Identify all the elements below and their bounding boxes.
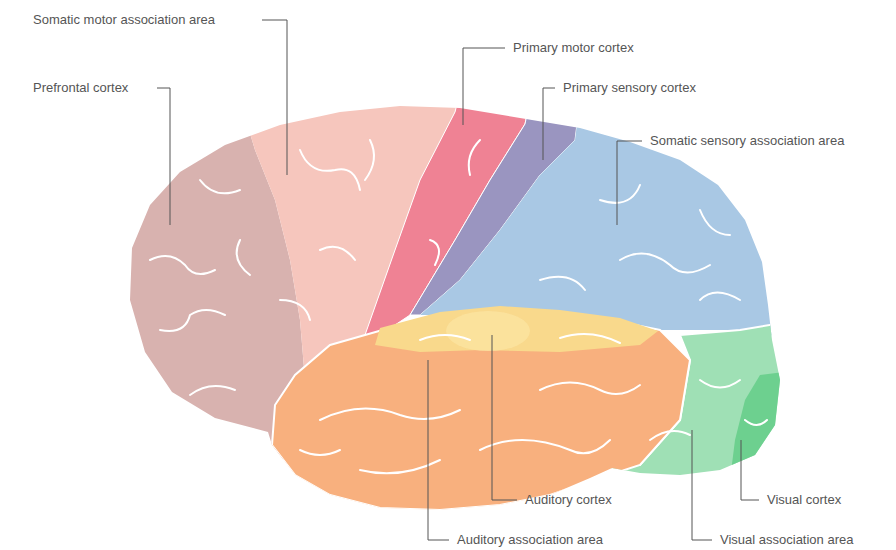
region-label: Visual association area — [720, 532, 853, 548]
leader-line — [741, 440, 759, 500]
gyrus-line — [600, 185, 640, 203]
gyrus-line — [480, 440, 610, 453]
gyrus-line — [190, 386, 235, 395]
gyrus-line — [745, 420, 767, 425]
gyrus-line — [200, 180, 240, 193]
gyrus-line — [469, 140, 480, 175]
leader-line — [157, 88, 170, 225]
gyrus-line — [700, 293, 740, 301]
leader-line — [492, 335, 517, 500]
gyrus-line — [365, 140, 374, 180]
region-label: Primary sensory cortex — [563, 80, 696, 96]
gyrus-line — [650, 431, 690, 440]
leader-line — [692, 430, 712, 540]
gyrus-line — [560, 334, 620, 343]
gyrus-line — [700, 210, 730, 235]
gyrus-line — [300, 150, 360, 190]
gyrus-line — [150, 256, 215, 274]
gyrus-line — [300, 450, 340, 455]
leader-line — [463, 48, 505, 125]
gyri-lines — [150, 140, 767, 473]
gyrus-line — [540, 277, 585, 290]
gyrus-line — [430, 240, 439, 265]
gyrus-line — [160, 310, 225, 331]
region-label: Prefrontal cortex — [33, 80, 128, 96]
gyrus-line — [320, 409, 460, 420]
auditory-cortex-region — [375, 306, 658, 352]
gyrus-line — [320, 247, 355, 260]
region-label: Auditory cortex — [525, 492, 612, 508]
region-label: Visual cortex — [767, 492, 841, 508]
region-label: Somatic sensory association area — [650, 133, 844, 149]
gyrus-line — [620, 254, 710, 273]
leader-line — [262, 20, 287, 175]
region-label: Auditory association area — [457, 532, 603, 548]
gyrus-line — [540, 383, 640, 395]
region-label: Primary motor cortex — [513, 40, 634, 56]
leader-line — [428, 360, 449, 540]
gyrus-line — [237, 240, 250, 275]
leader-lines — [157, 20, 759, 540]
leader-line — [543, 88, 555, 160]
brain-regions — [100, 100, 800, 510]
leader-line — [617, 141, 642, 225]
gyrus-line — [700, 380, 740, 388]
region-label: Somatic motor association area — [33, 12, 215, 28]
auditory-cortex-highlight — [446, 311, 530, 351]
gyrus-line — [420, 335, 470, 340]
gyrus-line — [280, 300, 310, 320]
